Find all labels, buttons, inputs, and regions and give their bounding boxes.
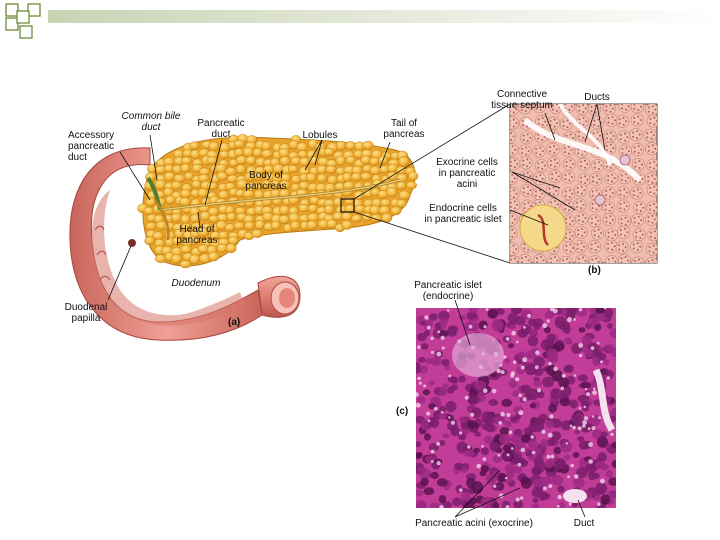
label-duodenum: Duodenum — [163, 278, 229, 289]
label-ducts: Ducts — [575, 92, 619, 103]
panel-b-tag: (b) — [588, 265, 601, 276]
label-lobules: Lobules — [292, 130, 348, 141]
label-pancreatic-islet: Pancreatic islet (endocrine) — [403, 280, 493, 302]
panel-a-tag: (a) — [228, 317, 240, 328]
label-connective-tissue-septum: Connective tissue septum — [480, 89, 564, 111]
label-exocrine-cells: Exocrine cells in pancreatic acini — [425, 157, 509, 190]
label-duct: Duct — [566, 518, 602, 529]
label-head-of-pancreas: Head of pancreas — [164, 224, 230, 246]
panel-c-tag: (c) — [396, 406, 408, 417]
label-body-of-pancreas: Body of pancreas — [233, 170, 299, 192]
label-accessory-pancreatic-duct: Accessory pancreatic duct — [68, 130, 138, 163]
label-tail-of-pancreas: Tail of pancreas — [371, 118, 437, 140]
label-pancreatic-acini: Pancreatic acini (exocrine) — [404, 518, 544, 529]
label-duodenal-papilla: Duodenal papilla — [56, 302, 116, 324]
label-pancreatic-duct: Pancreatic duct — [188, 118, 254, 140]
label-endocrine-cells: Endocrine cells in pancreatic islet — [413, 203, 513, 225]
